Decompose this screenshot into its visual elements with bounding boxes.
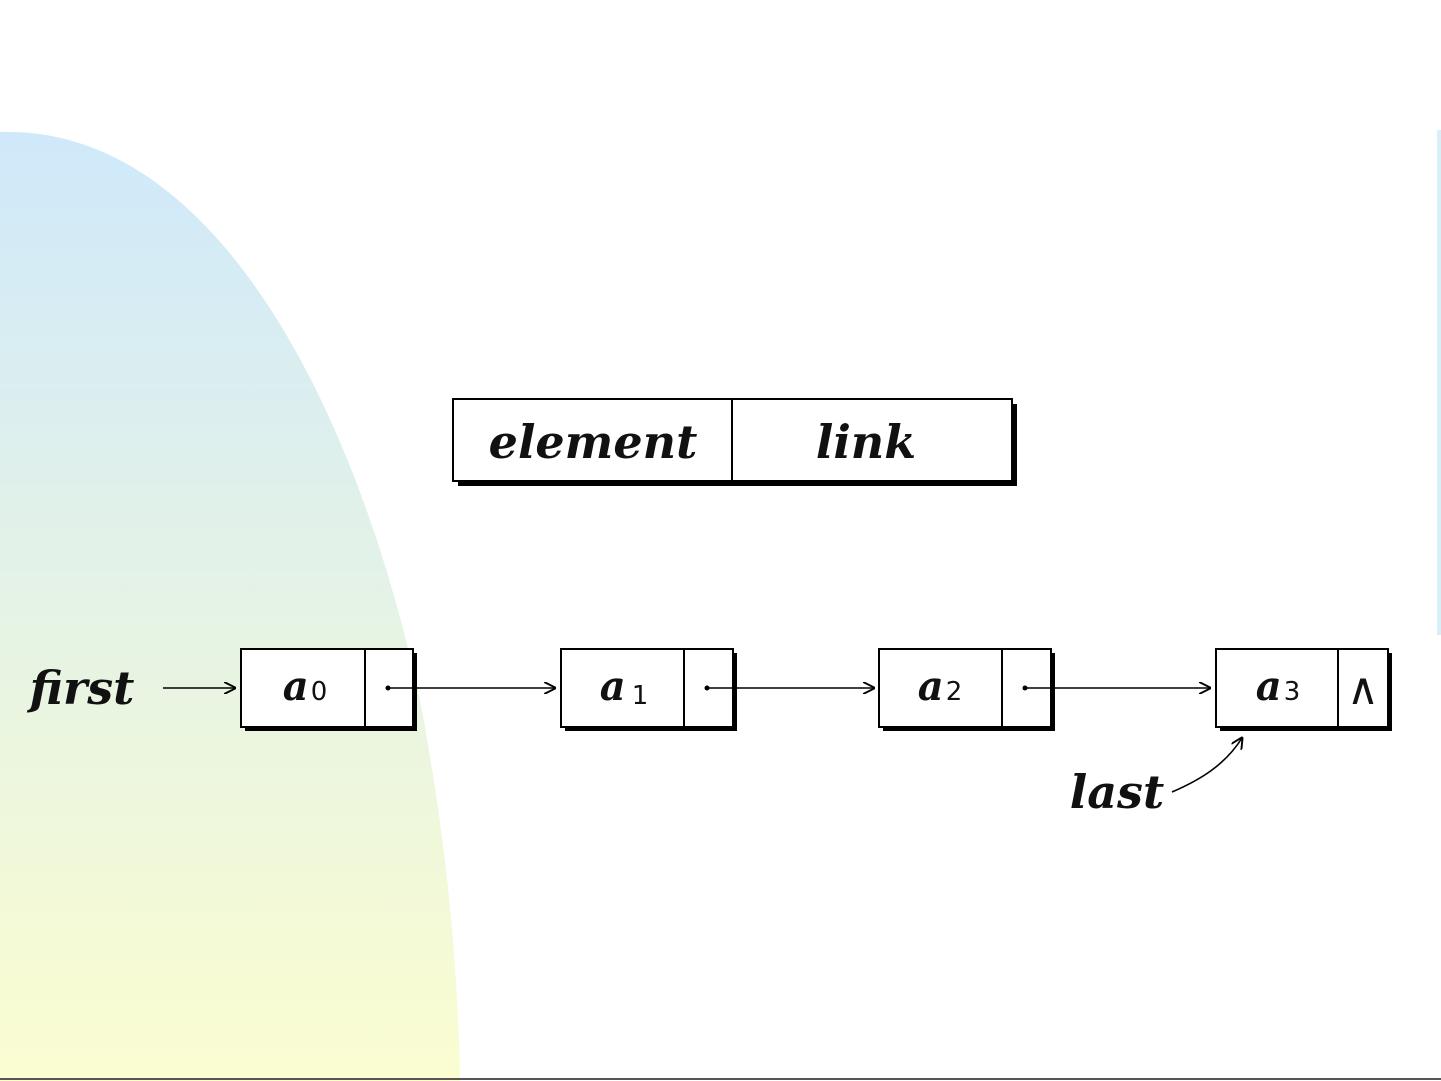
last-arrow bbox=[1172, 738, 1242, 792]
first-pointer-label: first bbox=[27, 661, 135, 715]
list-node-3: a3 ∧ bbox=[1216, 649, 1392, 731]
link-field-label: link bbox=[816, 415, 916, 469]
last-pointer-label: last bbox=[1070, 765, 1164, 819]
list-node-2: a2 bbox=[879, 649, 1055, 731]
element-field-label: element bbox=[489, 415, 698, 469]
null-link-symbol: ∧ bbox=[1347, 664, 1379, 715]
node-structure-legend: element link bbox=[453, 399, 1017, 486]
list-node-0: a0 bbox=[241, 649, 417, 731]
